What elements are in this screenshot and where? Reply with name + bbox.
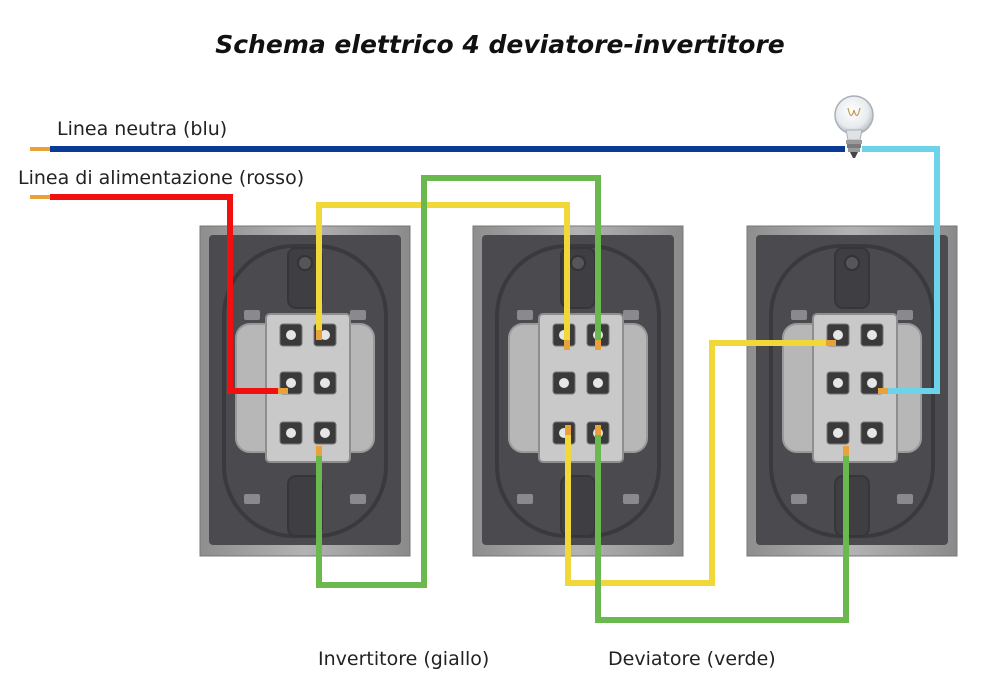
power-line-label: Linea di alimentazione (rosso) [18,167,305,189]
green-wire-top [316,175,601,588]
yellow-wire-top [316,202,570,345]
lamp-return-wire [862,146,940,394]
green-wire-bottom [595,430,849,623]
power-wire [50,194,280,394]
light-bulb-icon [834,95,874,158]
diagram-title: Schema elettrico 4 deviatore-invertitore [215,30,785,59]
invertitore-label: Invertitore (giallo) [318,648,490,670]
yellow-wire-bottom [565,340,830,586]
deviatore-label: Deviatore (verde) [608,648,776,670]
terminal-contacts [278,330,888,456]
switch-module-center [471,224,685,558]
neutral-line-label: Linea neutra (blu) [57,118,228,140]
